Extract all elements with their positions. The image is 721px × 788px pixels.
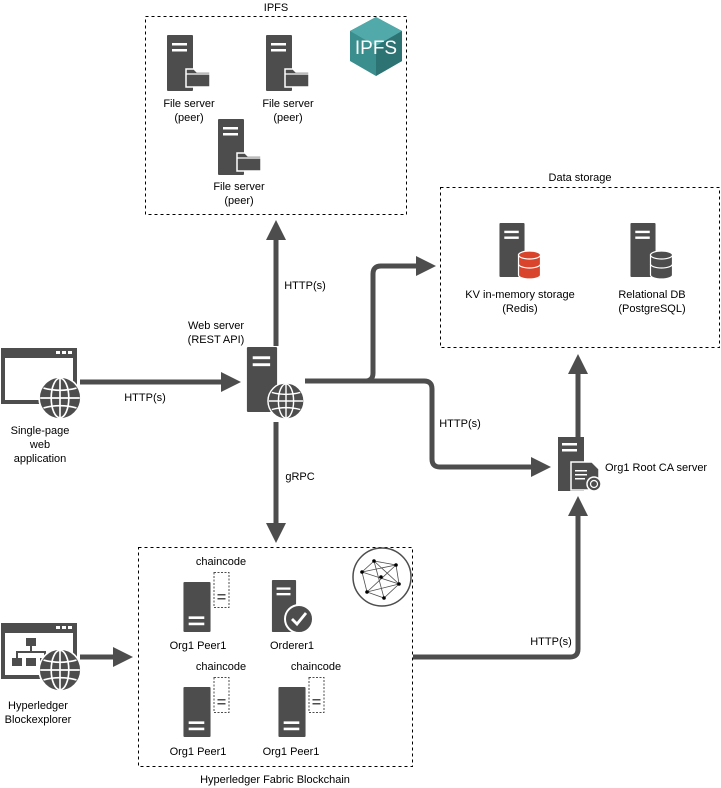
redis-label-line1: KV in-memory storage: [465, 289, 575, 301]
chaincode-label-bottom-right: chaincode: [290, 661, 342, 673]
fabric-group-title: Hyperledger Fabric Blockchain: [200, 774, 350, 786]
spa-label-line3: application: [13, 453, 67, 465]
ipfs-logo: IPFS: [350, 17, 402, 76]
peer-top-label: Org1 Peer1: [169, 640, 227, 652]
explorer-label-line1: Hyperledger: [8, 700, 68, 712]
data-storage-title: Data storage: [548, 172, 612, 184]
redis-label-line2: (Redis): [502, 303, 538, 315]
ipfs-file-server-1-icon: [167, 35, 211, 91]
ca-server-label: Org1 Root CA server: [605, 462, 708, 474]
orderer-icon: [271, 580, 314, 634]
orderer-label: Orderer1: [269, 640, 315, 652]
ipfs-file-server-1-line2: (peer): [174, 112, 204, 124]
browser-window-icon: [1, 348, 82, 420]
webserver-label: Web server (REST API): [188, 319, 245, 347]
data-storage-group-box: [440, 187, 720, 348]
ipfs-file-server-2-line2: (peer): [273, 112, 303, 124]
ipfs-group-box: [145, 16, 407, 215]
ipfs-file-server-3-line1: File server: [213, 181, 265, 193]
webserver-icon: [246, 347, 305, 420]
spa-label: Single-page web application: [11, 424, 70, 466]
edge-label-webserver-to-ca: HTTP(s): [439, 418, 481, 430]
ipfs-logo-text: IPFS: [355, 38, 397, 59]
edge-fabric-to-ca: [413, 496, 588, 660]
postgresql-label-line1: Relational DB: [618, 289, 686, 301]
explorer-label-line2: Blockexplorer: [4, 714, 72, 726]
edge-label-spa-to-webserver: HTTP(s): [124, 392, 166, 404]
peer-bottom-left-label: Org1 Peer1: [169, 746, 227, 758]
certificate-seal-icon: [586, 476, 602, 492]
ipfs-file-server-3-label: File server (peer): [213, 180, 264, 208]
ipfs-file-server-1-label: File server (peer): [163, 97, 214, 125]
blockexplorer-icon: [1, 623, 82, 692]
ipfs-file-server-1-line1: File server: [163, 98, 215, 110]
ipfs-file-server-3-line2: (peer): [224, 195, 254, 207]
webserver-label-line2: (REST API): [187, 334, 245, 346]
postgresql-server-icon: [630, 223, 674, 280]
ipfs-file-server-2-label: File server (peer): [262, 97, 313, 125]
peer-bottom-right-label: Org1 Peer1: [262, 746, 320, 758]
peer-bottom-left-icon: [183, 677, 230, 737]
postgresql-label-line2: (PostgreSQL): [618, 303, 686, 315]
explorer-label: Hyperledger Blockexplorer: [5, 699, 72, 727]
ipfs-file-server-2-line1: File server: [262, 98, 314, 110]
redis-label: KV in-memory storage (Redis): [465, 288, 574, 316]
peer-bottom-right-icon: [278, 677, 325, 737]
spa-label-line1: Single-page: [10, 425, 70, 437]
edge-label-webserver-to-fabric: gRPC: [285, 471, 315, 483]
ca-server-icon: [558, 437, 602, 492]
checkmark-icon: [284, 604, 314, 634]
chaincode-label-bottom-left: chaincode: [195, 661, 247, 673]
fabric-group-box: [138, 547, 413, 767]
edge-webserver-to-ca: [365, 378, 551, 477]
ipfs-file-server-2-icon: [266, 35, 310, 91]
edge-label-fabric-to-ca: HTTP(s): [530, 636, 572, 648]
ipfs-file-server-3-icon: [218, 119, 262, 175]
ipfs-group-title: IPFS: [263, 2, 289, 14]
fabric-network-logo: [352, 547, 412, 607]
edge-label-webserver-to-ipfs: HTTP(s): [284, 280, 326, 292]
postgresql-label: Relational DB (PostgreSQL): [618, 288, 685, 316]
peer-top-icon: [183, 572, 230, 632]
chaincode-label-top: chaincode: [195, 556, 247, 568]
webserver-label-line1: Web server: [187, 320, 245, 332]
redis-server-icon: [499, 223, 542, 280]
spa-label-line2: web: [29, 439, 51, 451]
